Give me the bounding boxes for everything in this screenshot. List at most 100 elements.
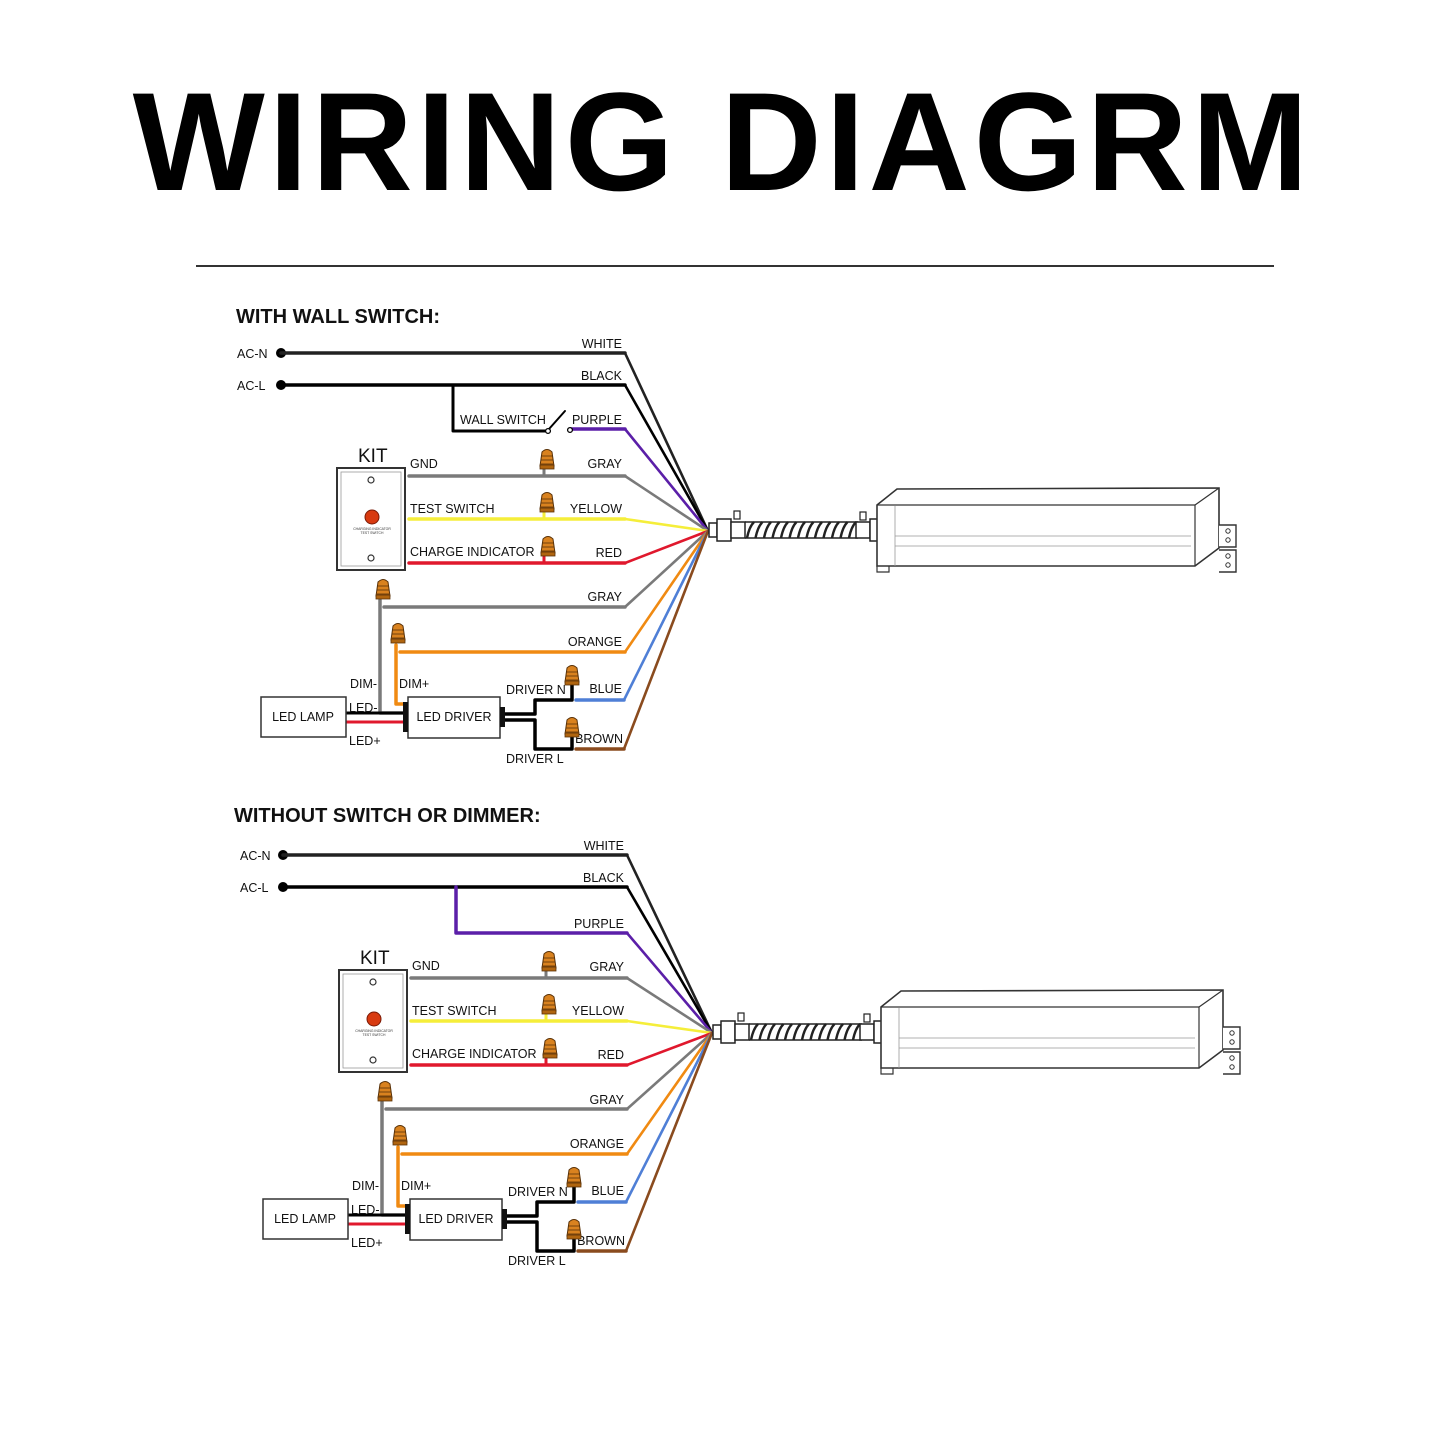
diagram-heading: WITH WALL SWITCH: (236, 306, 440, 328)
black-wire (623, 383, 710, 533)
gray-dim-wire-label: GRAY (590, 1093, 625, 1107)
wire-nut (539, 492, 555, 513)
flexible-conduit (749, 1023, 862, 1041)
mounting-tab (1223, 1051, 1241, 1075)
purple-wire-label: PURPLE (572, 413, 622, 427)
dim-minus-wire (378, 598, 410, 715)
led-plus-label: LED+ (351, 1236, 383, 1250)
wire-nut (375, 579, 391, 600)
gray-kit-wire-label: GRAY (588, 457, 623, 471)
mounting-tab (1223, 1026, 1241, 1050)
dim-plus-label: DIM+ (401, 1179, 431, 1193)
wire-nut (540, 536, 556, 557)
kit-screw (369, 1056, 377, 1064)
purple-wire-label: PURPLE (574, 917, 624, 931)
orange-wire (625, 1031, 714, 1156)
white-wire-label: WHITE (582, 337, 622, 351)
driver-l-label: DRIVER L (506, 752, 564, 766)
led-lamp-label: LED LAMP (272, 710, 334, 724)
led-minus-label: LED- (351, 1203, 379, 1217)
dim-plus-wire (396, 1145, 412, 1208)
wall-switch-feed (451, 383, 549, 433)
kit-test-switch-label: TEST SWITCH (410, 502, 495, 516)
driver-n-wire (498, 682, 574, 716)
black-wire-label: BLACK (581, 369, 623, 383)
white-wire (625, 853, 714, 1035)
kit-face-text: CHARGING INDICATOR (353, 527, 391, 531)
kit-screw (369, 978, 377, 986)
kit-gnd-label: GND (412, 959, 440, 973)
black-wire (625, 885, 714, 1035)
led-lamp-box (260, 696, 347, 738)
purple-wire (625, 931, 714, 1035)
kit-test-button (366, 1011, 382, 1027)
yellow-wire (623, 517, 710, 533)
orange-wire-label: ORANGE (568, 635, 622, 649)
wall-switch-label: WALL SWITCH (460, 413, 546, 427)
blue-wire (624, 1031, 714, 1204)
wire-nut (392, 1125, 408, 1146)
emergency-battery-pack (712, 989, 1241, 1075)
conduit-connector (708, 522, 718, 538)
driver-l-wire (500, 1220, 576, 1253)
blue-wire-label: BLUE (591, 1184, 624, 1198)
led-minus-label: LED- (349, 701, 377, 715)
driver-n-label: DRIVER N (506, 683, 566, 697)
wire-nut (390, 623, 406, 644)
yellow-wire-label: YELLOW (572, 1004, 624, 1018)
led-plus-label: LED+ (349, 734, 381, 748)
wire-nut (541, 951, 557, 972)
kit-face-text: TEST SWITCH (361, 531, 384, 535)
driver-n-wire (500, 1184, 576, 1218)
flexible-conduit (745, 521, 858, 539)
dim-minus-label: DIM- (350, 677, 377, 691)
black-wire-label: BLACK (583, 871, 625, 885)
led-driver-label: LED DRIVER (418, 1212, 493, 1226)
wall-switch-contact (544, 427, 552, 435)
mounting-tab (1219, 549, 1237, 573)
gray-dim-wire (623, 529, 710, 609)
brown-wire (624, 1031, 714, 1253)
acl-label: AC-L (237, 379, 266, 393)
acl-label: AC-L (240, 881, 269, 895)
wiring-diagram-without-switch: WITHOUT SWITCH OR DIMMER: AC-N AC-L W (234, 805, 1241, 1268)
wire-nut (564, 665, 580, 686)
wire-nut (539, 449, 555, 470)
kit-test-switch-label: TEST SWITCH (412, 1004, 497, 1018)
emergency-battery-pack (708, 487, 1237, 573)
driver-l-label: DRIVER L (508, 1254, 566, 1268)
led-driver-label: LED DRIVER (416, 710, 491, 724)
orange-wire-label: ORANGE (570, 1137, 624, 1151)
wire-nut (377, 1081, 393, 1102)
gray-kit-wire (625, 976, 714, 1035)
kit-screw (367, 554, 375, 562)
dim-plus-label: DIM+ (399, 677, 429, 691)
led-driver-box (409, 1198, 503, 1241)
yellow-wire (625, 1019, 714, 1035)
wire-nut (566, 1219, 582, 1240)
mounting-tab (1219, 524, 1237, 548)
gray-dim-wire-label: GRAY (588, 590, 623, 604)
kit-gnd-label: GND (410, 457, 438, 471)
yellow-wire-label: YELLOW (570, 502, 622, 516)
kit-face-text: TEST SWITCH (363, 1033, 386, 1037)
wiring-diagram-with-wall-switch: WITH WALL SWITCH: AC-N AC-L (236, 306, 1237, 766)
purple-wire-run (454, 885, 629, 935)
dim-minus-label: DIM- (352, 1179, 379, 1193)
orange-wire (623, 529, 710, 654)
brown-wire-label: BROWN (575, 732, 623, 746)
driver-n-label: DRIVER N (508, 1185, 568, 1199)
kit-face-text: CHARGING INDICATOR (355, 1029, 393, 1033)
blue-wire-label: BLUE (589, 682, 622, 696)
battery-pack-housing (880, 989, 1224, 1069)
kit-title: KIT (358, 446, 388, 467)
acn-label: AC-N (240, 849, 271, 863)
led-lamp-label: LED LAMP (274, 1212, 336, 1226)
white-wire (623, 351, 710, 533)
white-wire-label: WHITE (584, 839, 624, 853)
kit-charge-indicator-label: CHARGE INDICATOR (412, 1047, 537, 1061)
red-wire (623, 529, 710, 565)
gray-kit-wire-label: GRAY (590, 960, 625, 974)
wall-switch-blade (548, 410, 566, 430)
gray-dim-wire (625, 1031, 714, 1111)
